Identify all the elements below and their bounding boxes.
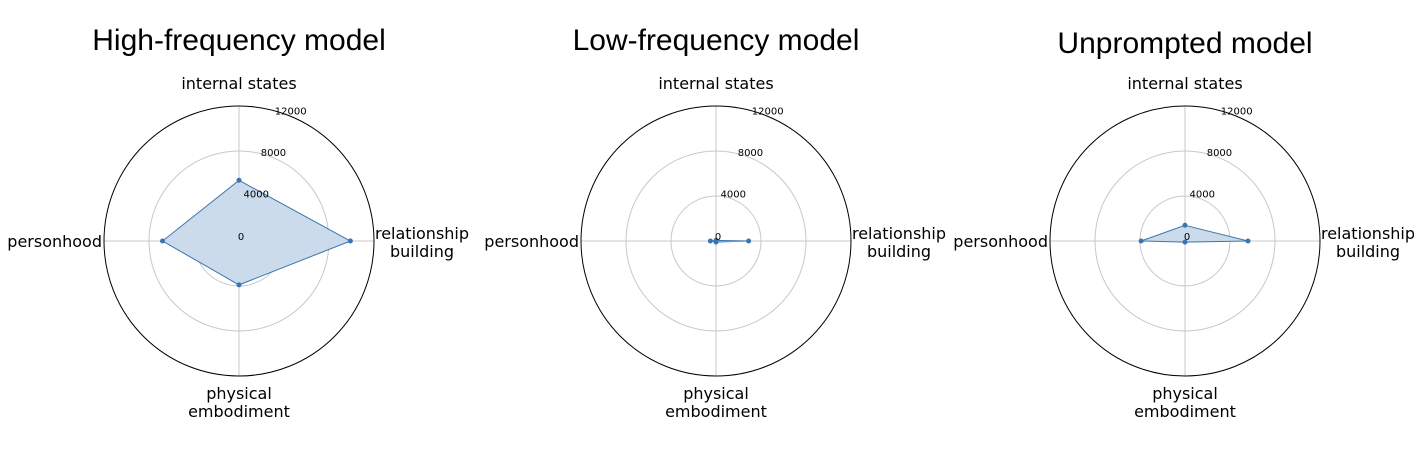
high-frequency-chart-title: High-frequency model bbox=[92, 24, 385, 57]
low-frequency-point-physical-embodiment bbox=[713, 239, 719, 245]
high-frequency-outer-spine bbox=[103, 105, 375, 377]
unprompted-point-physical-embodiment bbox=[1182, 239, 1188, 245]
low-frequency-category-label-1-1: building bbox=[867, 242, 931, 261]
high-frequency-point-physical-embodiment bbox=[236, 282, 242, 288]
high-frequency-point-personhood bbox=[160, 238, 165, 244]
low-frequency-chart-title: Low-frequency model bbox=[573, 24, 860, 57]
unprompted-category-label-1-1: building bbox=[1336, 242, 1400, 261]
unprompted-chart-title: Unprompted model bbox=[1057, 27, 1312, 60]
high-frequency-r-tick-8000: 8000 bbox=[261, 148, 286, 159]
high-frequency-category-label-3-0: personhood bbox=[7, 232, 102, 251]
unprompted-category-label-3-0: personhood bbox=[953, 232, 1048, 251]
unprompted-r-tick-12000: 12000 bbox=[1221, 106, 1253, 117]
high-frequency-category-label-0-0: internal states bbox=[181, 74, 296, 93]
high-frequency-category-label-2-1: embodiment bbox=[188, 402, 290, 421]
high-frequency-r-tick-0: 0 bbox=[238, 232, 244, 243]
low-frequency-r-tick-0: 0 bbox=[715, 232, 721, 243]
unprompted-r-tick-4000: 4000 bbox=[1189, 189, 1214, 200]
unprompted-r-tick-0: 0 bbox=[1184, 232, 1190, 243]
low-frequency-category-label-1-0: relationship bbox=[852, 224, 946, 243]
low-frequency-category-label-3-0: personhood bbox=[484, 232, 579, 251]
unprompted-data-area bbox=[1140, 224, 1249, 243]
unprompted-point-internal-states bbox=[1182, 222, 1188, 228]
unprompted-point-relationship-building bbox=[1245, 238, 1251, 244]
low-frequency-category-label-2-1: embodiment bbox=[665, 402, 767, 421]
high-frequency-point-relationship-building bbox=[347, 238, 353, 244]
high-frequency-category-label-2-0: physical bbox=[206, 384, 272, 403]
high-frequency-r-tick-12000: 12000 bbox=[275, 106, 307, 117]
unprompted-category-label-0-0: internal states bbox=[1127, 74, 1242, 93]
unprompted-radar-chart: Unprompted model 0 4000 8000 12000 internal s… bbox=[953, 27, 1415, 421]
low-frequency-r-tick-12000: 12000 bbox=[752, 106, 784, 117]
low-frequency-outer-spine bbox=[580, 105, 852, 377]
unprompted-outer-spine bbox=[1049, 105, 1321, 377]
high-frequency-category-label-1-1: building bbox=[390, 242, 454, 261]
high-frequency-category-label-1-0: relationship bbox=[375, 224, 469, 243]
high-frequency-r-tick-4000: 4000 bbox=[243, 189, 268, 200]
low-frequency-r-tick-8000: 8000 bbox=[738, 148, 763, 159]
low-frequency-r-tick-4000: 4000 bbox=[720, 189, 745, 200]
low-frequency-radar-chart: Low-frequency model 0 4000 8000 12000 interna… bbox=[484, 24, 946, 421]
low-frequency-point-relationship-building bbox=[746, 238, 752, 244]
low-frequency-category-label-2-0: physical bbox=[683, 384, 749, 403]
low-frequency-point-personhood bbox=[707, 238, 713, 244]
unprompted-point-personhood bbox=[1138, 238, 1144, 244]
unprompted-category-label-1-0: relationship bbox=[1321, 224, 1415, 243]
low-frequency-category-label-0-0: internal states bbox=[658, 74, 773, 93]
unprompted-category-label-2-0: physical bbox=[1152, 384, 1218, 403]
unprompted-r-tick-8000: 8000 bbox=[1207, 148, 1232, 159]
high-frequency-point-internal-states bbox=[236, 177, 242, 183]
high-frequency-radar-chart: High-frequency model 0 4000 8000 12000 intern… bbox=[7, 24, 469, 421]
unprompted-category-label-2-1: embodiment bbox=[1134, 402, 1236, 421]
